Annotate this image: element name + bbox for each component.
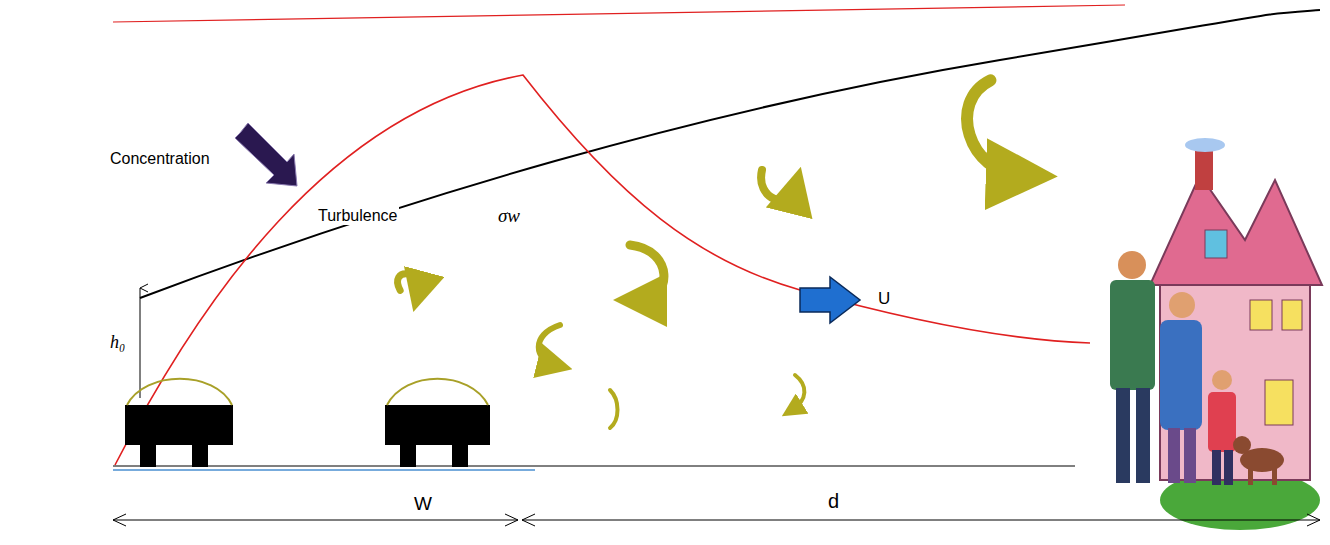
dimension-label: h₀ — [108, 332, 127, 353]
axis-label: Concentration — [108, 150, 212, 168]
pointer-arrow — [235, 123, 297, 186]
dimension-label: W — [412, 493, 434, 515]
process-label: Turbulence — [316, 207, 399, 225]
road-line — [113, 469, 535, 471]
concentration-curve — [115, 75, 1090, 465]
symbol-label: U — [876, 289, 892, 309]
wind-arrow — [800, 277, 860, 323]
top-line — [113, 5, 1125, 22]
turbulence-eddies — [395, 80, 1025, 428]
car — [125, 379, 233, 467]
height-arrow — [140, 288, 141, 398]
ground-line — [113, 466, 1075, 467]
dimension-label: d — [826, 490, 841, 513]
distance-dimension — [522, 520, 1320, 521]
house-with-people — [1110, 138, 1322, 530]
car — [385, 379, 490, 467]
mixing-height-curve — [140, 10, 1320, 298]
width-dimension — [113, 520, 518, 521]
symbol-label: σw — [496, 205, 522, 227]
